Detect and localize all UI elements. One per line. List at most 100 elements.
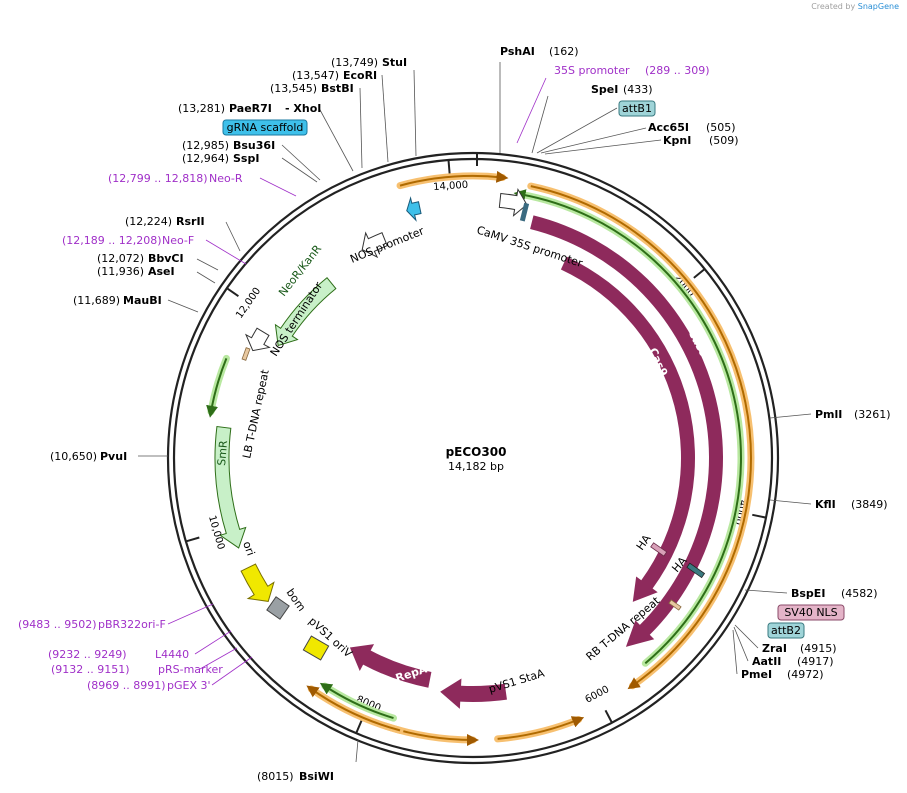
primer-pgex-label[interactable]: pGEX 3' — [167, 679, 211, 692]
green-arc-bottom — [319, 682, 394, 720]
site-bsu36i-pos: (12,985) — [182, 139, 229, 152]
primer-l4440-label[interactable]: L4440 — [155, 648, 189, 661]
orange-arc-bottom-right-halo — [494, 716, 583, 743]
leader-line-19 — [318, 107, 354, 172]
tick-mark-5 — [226, 287, 239, 297]
tick-mark-2 — [604, 709, 613, 724]
feature-ha1-label[interactable]: HA — [634, 532, 654, 553]
backbone-inner-ring — [172, 157, 774, 759]
site-paer7i[interactable]: PaeR7I — [229, 102, 272, 115]
site-asei[interactable]: AseI — [148, 265, 175, 278]
site-spei-pos: (433) — [623, 83, 653, 96]
leader-line-3 — [540, 127, 647, 154]
feature-pvs1-staa-label[interactable]: pVS1 StaA — [487, 666, 546, 695]
leader-line-5 — [769, 413, 812, 419]
site-pvui-pos: (10,650) — [50, 450, 97, 463]
site-xhoi[interactable]: - XhoI — [285, 102, 321, 115]
site-pshai[interactable]: PshAI — [500, 45, 535, 58]
attb1-marker — [519, 202, 530, 222]
site-acc65i-pos: (505) — [706, 121, 736, 134]
site-ecori[interactable]: EcoRI — [343, 69, 377, 82]
tick-mark-3 — [355, 719, 363, 734]
primer-pbr322-label[interactable]: pBR322ori-F — [98, 618, 166, 631]
leader-line-17 — [281, 157, 318, 183]
orange-arc-top — [399, 170, 509, 187]
leader-line-29 — [211, 656, 253, 686]
snapgene-watermark: Created by SnapGene — [811, 2, 899, 11]
site-kfli[interactable]: KflI — [815, 498, 836, 511]
leader-line-1 — [531, 95, 549, 154]
site-bbvci[interactable]: BbvCI — [148, 252, 184, 265]
attb2-box[interactable]: attB2 — [767, 622, 805, 639]
rb-tdna-bar — [668, 599, 682, 611]
leader-lines — [138, 62, 812, 763]
primer-neof-label[interactable]: Neo-F — [162, 234, 194, 247]
feature-nos-promoter-label[interactable]: NOS promoter — [348, 224, 426, 266]
site-acc65i[interactable]: Acc65I — [648, 121, 689, 134]
site-rsrii[interactable]: RsrII — [176, 215, 205, 228]
orange-arc-bottom-right — [497, 716, 585, 740]
cas9-outer-arrow — [530, 215, 723, 647]
site-ecori-pos: (13,547) — [292, 69, 339, 82]
site-bsu36i[interactable]: Bsu36I — [233, 139, 275, 152]
plasmid-size: 14,182 bp — [448, 460, 504, 473]
primer-pbr322-range: (9483 .. 9502) — [18, 618, 97, 631]
site-kpni[interactable]: KpnI — [663, 134, 691, 147]
site-bsiwi-pos: (8015) — [257, 770, 294, 783]
grna-scaffold-label: gRNA scaffold — [227, 121, 304, 134]
camv35s-promoter-arrow — [498, 187, 528, 217]
primer-labels: 35S promoter (289 .. 309) (12,799 .. 12,… — [18, 64, 710, 692]
site-pmei[interactable]: PmeI — [741, 668, 772, 681]
site-sspi-pos: (12,964) — [182, 152, 229, 165]
site-stui-pos: (13,749) — [331, 56, 378, 69]
features — [206, 170, 755, 746]
site-bstbi[interactable]: BstBI — [321, 82, 354, 95]
tick-label-6: 14,000 — [433, 180, 469, 193]
site-pvui[interactable]: PvuI — [100, 450, 127, 463]
feature-ori-label[interactable]: ori — [240, 540, 257, 558]
site-bstbi-pos: (13,545) — [270, 82, 317, 95]
leader-line-26 — [167, 603, 214, 625]
site-stui[interactable]: StuI — [382, 56, 407, 69]
restriction-site-labels: PshAI (162) SpeI (433) Acc65I (505) KpnI… — [50, 45, 891, 783]
feature-smr-label[interactable]: SmR — [215, 440, 230, 467]
pvs1-repa-arrow — [349, 644, 432, 688]
site-pmli[interactable]: PmlI — [815, 408, 842, 421]
bom-block — [266, 596, 290, 620]
primer-prs-label[interactable]: pRS-marker — [158, 663, 223, 676]
site-zrai[interactable]: ZraI — [762, 642, 787, 655]
site-aatii[interactable]: AatII — [752, 655, 781, 668]
tick-mark-4 — [185, 536, 200, 543]
leader-line-14 — [196, 271, 216, 284]
site-zrai-pos: (4915) — [800, 642, 837, 655]
leader-line-27 — [194, 630, 232, 655]
grna-scaffold-box[interactable]: gRNA scaffold — [222, 119, 308, 136]
leader-line-13 — [167, 299, 199, 313]
site-maubi[interactable]: MauBI — [123, 294, 162, 307]
backbone-outer-ring — [166, 151, 780, 765]
leader-line-25 — [205, 239, 247, 265]
feature-lb-tdna-label[interactable]: LB T-DNA repeat — [240, 368, 272, 460]
leader-line-15 — [196, 258, 219, 271]
site-bsiwi[interactable]: BsiWI — [299, 770, 334, 783]
sv40-nls-box[interactable]: SV40 NLS — [777, 604, 845, 621]
ha2-marker — [686, 562, 706, 579]
primer-35s-label[interactable]: 35S promoter — [554, 64, 630, 77]
tick-mark-1 — [752, 513, 767, 519]
ori-arrow — [240, 563, 275, 602]
smr-arrow — [214, 426, 247, 549]
attb1-box[interactable]: attB1 — [618, 100, 656, 117]
leader-line-6 — [769, 499, 812, 505]
site-bspei[interactable]: BspEI — [791, 587, 825, 600]
orange-arc-right — [530, 185, 752, 690]
primer-neor-label[interactable]: Neo-R — [209, 172, 243, 185]
site-sspi[interactable]: SspI — [233, 152, 259, 165]
tick-label-5: 12,000 — [234, 286, 263, 321]
leader-line-7 — [744, 589, 788, 594]
site-spei[interactable]: SpeI — [591, 83, 618, 96]
leader-line-20 — [359, 87, 363, 169]
leader-line-4 — [544, 139, 662, 155]
primer-neor-range: (12,799 .. 12,818) — [108, 172, 208, 185]
nos-terminator-arrow — [244, 327, 271, 352]
leader-line-18 — [281, 144, 321, 181]
